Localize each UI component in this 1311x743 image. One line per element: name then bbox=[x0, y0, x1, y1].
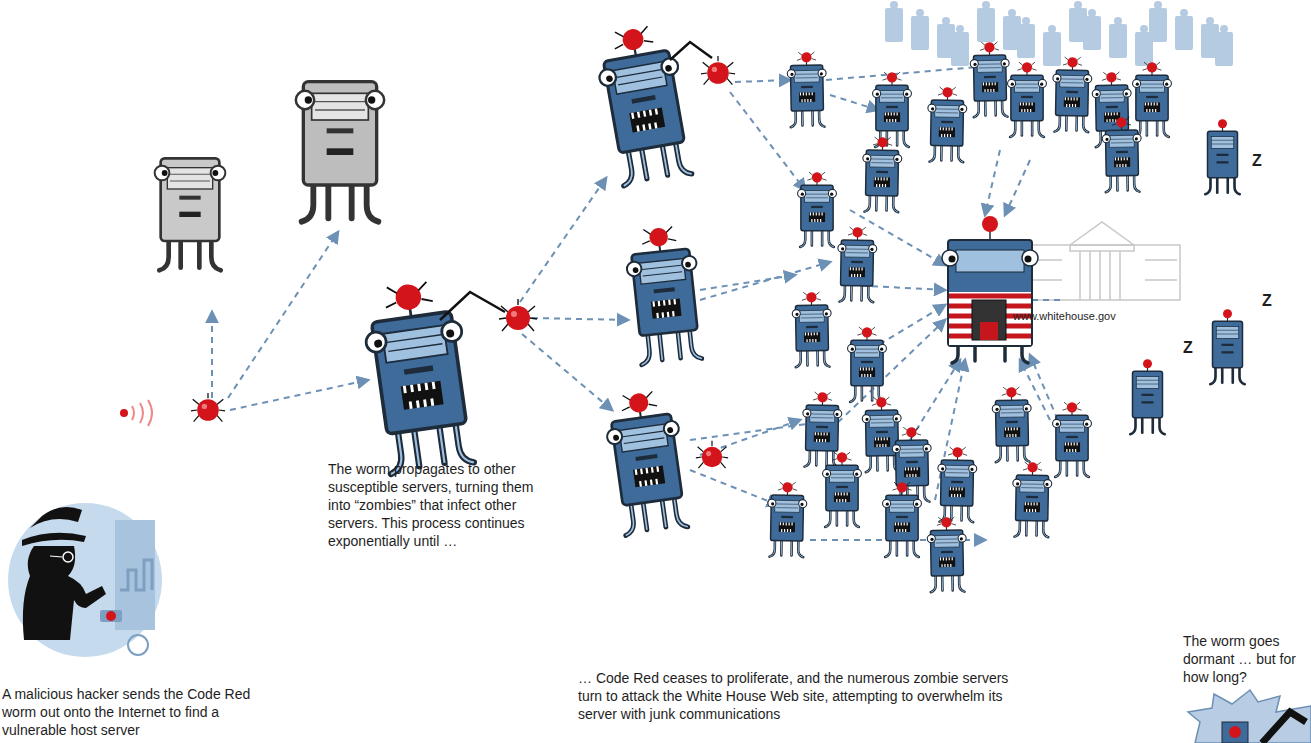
propagation-arrow bbox=[830, 95, 878, 110]
caption-text: The worm propagates to other susceptible… bbox=[328, 460, 538, 550]
sleep-mark: Z bbox=[1262, 290, 1282, 311]
propagation-arrow bbox=[700, 275, 795, 290]
propagation-arrow bbox=[520, 178, 606, 302]
server-robot bbox=[1210, 309, 1245, 384]
server-robot bbox=[1205, 119, 1240, 194]
server-robot bbox=[1053, 402, 1092, 477]
server-robot bbox=[792, 292, 832, 367]
server-robot bbox=[155, 158, 226, 270]
propagation-arrow bbox=[690, 470, 778, 505]
server-robot bbox=[848, 327, 887, 402]
server-robot bbox=[1008, 62, 1047, 137]
sleep-mark: Z bbox=[1183, 337, 1203, 358]
propagation-arrow bbox=[230, 380, 368, 410]
propagation-arrow bbox=[1005, 160, 1030, 215]
server-robot bbox=[767, 482, 807, 557]
server-robot bbox=[602, 388, 693, 536]
worm-bug bbox=[499, 299, 537, 331]
worm-bug bbox=[701, 56, 735, 85]
server-robot bbox=[1133, 62, 1172, 137]
site-label: www.whitehouse.gov bbox=[1013, 309, 1153, 323]
server-robot bbox=[862, 137, 902, 212]
server-robot bbox=[937, 447, 977, 522]
caption-text: The worm goes dormant … but for how long… bbox=[1183, 632, 1303, 686]
server-robot bbox=[802, 392, 842, 467]
server-robot bbox=[787, 52, 827, 127]
server-robot bbox=[927, 87, 967, 162]
server-robot bbox=[992, 387, 1032, 462]
server-robot bbox=[1052, 57, 1092, 132]
caption-text: A malicious hacker sends the Code Red wo… bbox=[2, 685, 264, 739]
worm-bug bbox=[696, 441, 728, 468]
propagation-arrow bbox=[910, 360, 960, 440]
server-robot bbox=[927, 517, 967, 592]
server-robot bbox=[1012, 462, 1052, 537]
server-robot bbox=[1130, 359, 1165, 434]
propagation-arrow bbox=[532, 318, 628, 320]
propagation-arrow bbox=[228, 232, 338, 398]
robot-arm bbox=[670, 42, 712, 60]
server-robot bbox=[798, 172, 837, 247]
caption-text: … Code Red ceases to proliferate, and th… bbox=[578, 669, 1028, 723]
server-robot bbox=[823, 452, 862, 527]
sleep-mark: Z bbox=[1252, 150, 1272, 171]
server-robot bbox=[873, 72, 912, 147]
robot-arm bbox=[440, 292, 505, 320]
server-robot bbox=[1102, 117, 1142, 192]
server-robot bbox=[970, 42, 1010, 117]
server-robot bbox=[296, 82, 384, 222]
server-robot bbox=[359, 278, 480, 475]
worm-bug bbox=[191, 393, 225, 422]
server-robot bbox=[623, 224, 707, 365]
propagation-arrow bbox=[211, 312, 213, 398]
propagation-arrow bbox=[522, 334, 612, 410]
server-robot bbox=[592, 22, 697, 186]
propagation-arrow bbox=[735, 80, 790, 82]
server-robot bbox=[883, 482, 922, 557]
propagation-arrow bbox=[985, 150, 1000, 215]
server-robot bbox=[837, 227, 877, 302]
server-robot bbox=[892, 427, 932, 502]
